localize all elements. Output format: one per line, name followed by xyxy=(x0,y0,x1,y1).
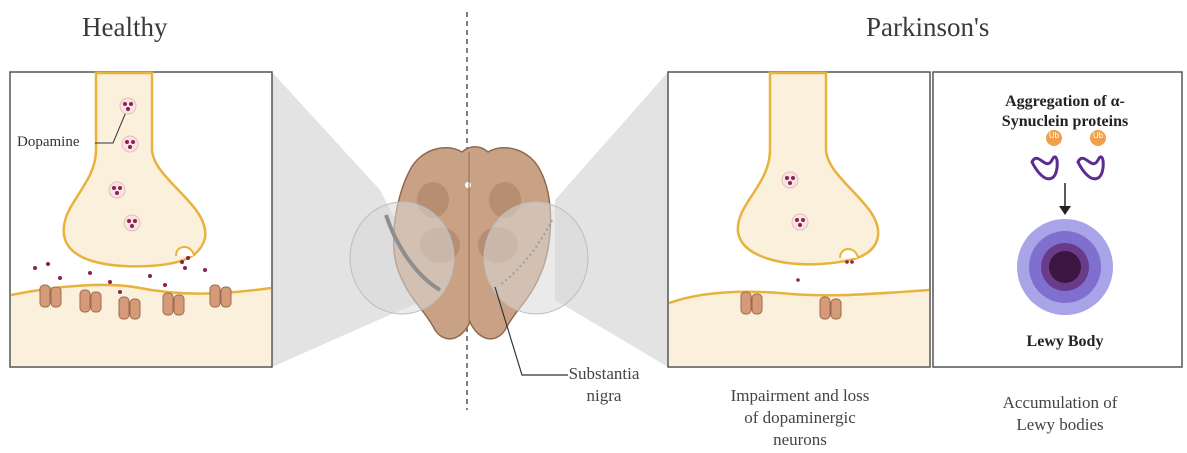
ub-tag-right: Ub xyxy=(1091,131,1105,140)
dopamine-label: Dopamine xyxy=(17,134,79,151)
impairment-caption: Impairment and loss of dopaminergic neur… xyxy=(680,385,920,451)
healthy-synapse-panel xyxy=(10,72,272,367)
midbrain-section-icon xyxy=(350,147,588,339)
ub-tag-left: Ub xyxy=(1047,131,1061,140)
lewy-body-icon xyxy=(1017,219,1113,315)
aggregation-label: Aggregation of α- Synuclein proteins xyxy=(960,92,1170,132)
lewy-body-label: Lewy Body xyxy=(985,331,1145,353)
substantia-nigra-label: Substantia nigra xyxy=(560,363,648,407)
parkinsons-heading: Parkinson's xyxy=(866,12,989,43)
healthy-heading: Healthy xyxy=(82,12,167,43)
accumulation-caption: Accumulation of Lewy bodies xyxy=(960,392,1160,436)
